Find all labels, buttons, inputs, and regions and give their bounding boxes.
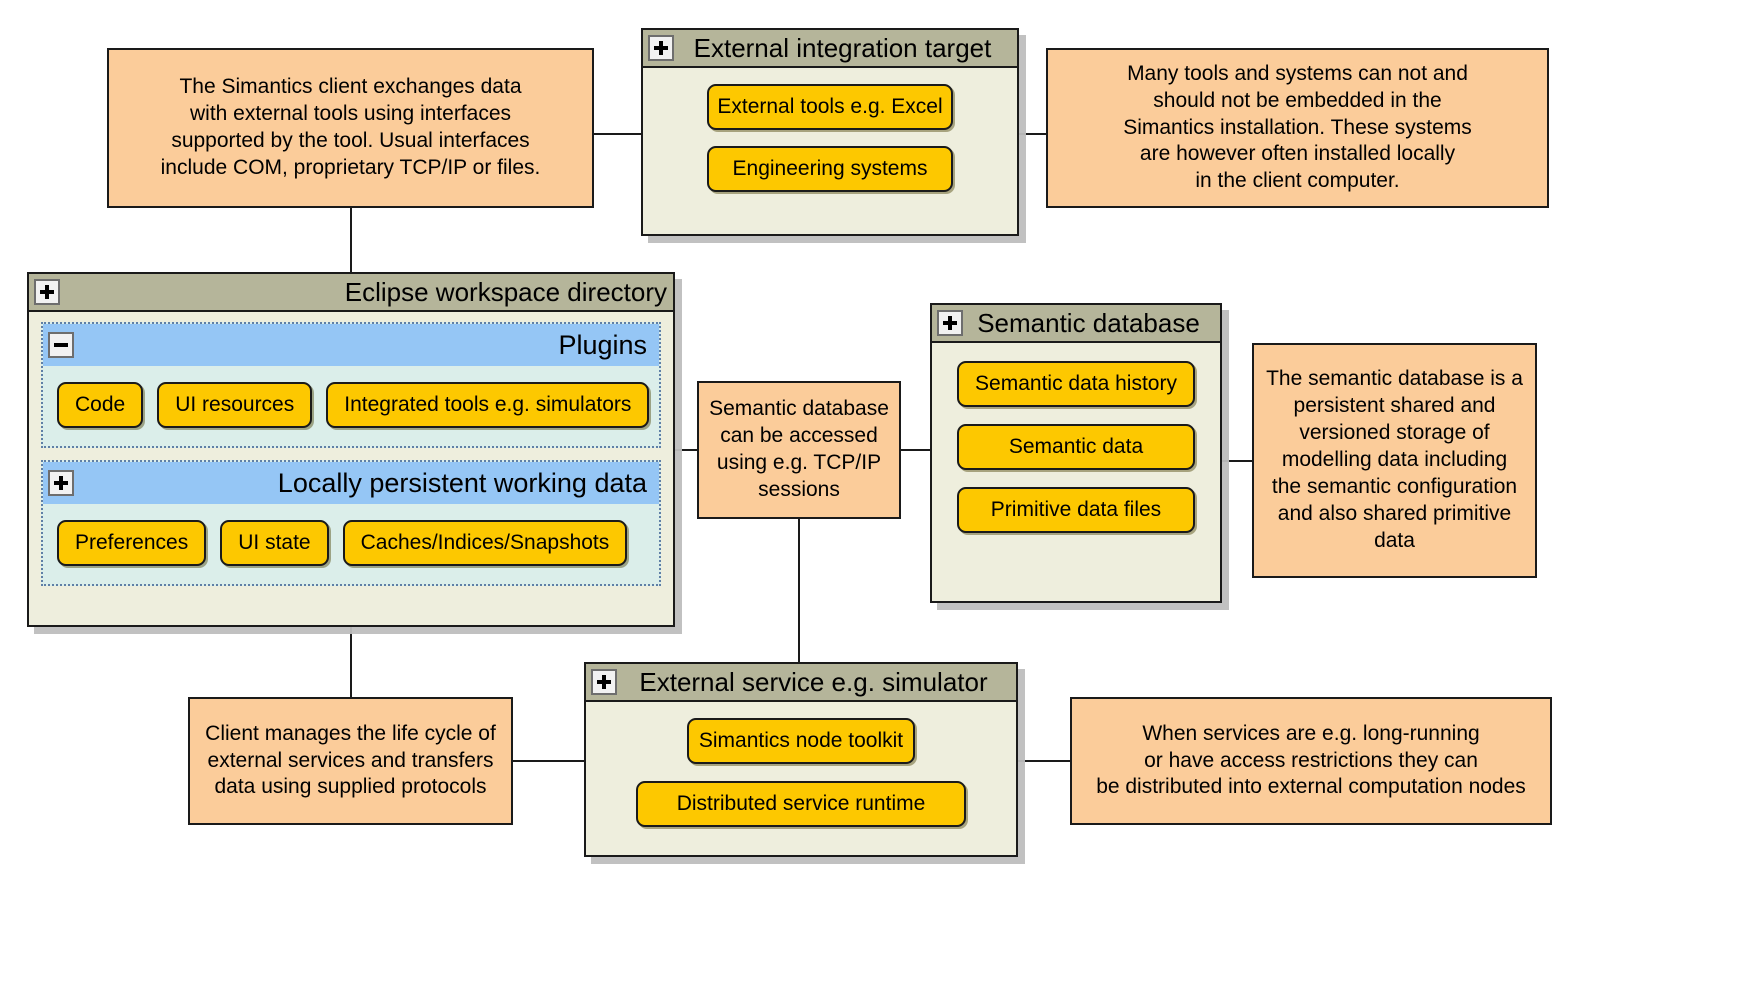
connector-workspace-to-bottom-note (350, 625, 352, 699)
group-locally-persistent-working-data: Locally persistent working data Preferen… (41, 460, 661, 586)
leaf-caches-indices-snapshots[interactable]: Caches/Indices/Snapshots (342, 520, 628, 566)
external-service-titlebar: External service e.g. simulator (586, 664, 1016, 702)
working-data-items: Preferences UI state Caches/Indices/Snap… (57, 520, 645, 566)
semantic-database-titlebar: Semantic database (932, 305, 1220, 343)
semantic-database-body: Semantic data history Semantic data Prim… (932, 343, 1220, 547)
connector-mid-note-to-service (798, 517, 800, 664)
external-integration-titlebar: External integration target (643, 30, 1017, 68)
connector-workspace-to-mid-note (673, 449, 699, 451)
connector-left-note-to-workspace (350, 206, 352, 274)
plugins-header: Plugins (43, 324, 659, 366)
leaf-integrated-tools[interactable]: Integrated tools e.g. simulators (326, 382, 650, 428)
connector-bottom-note-to-service (511, 760, 586, 762)
leaf-preferences[interactable]: Preferences (57, 520, 207, 566)
container-eclipse-workspace-directory: Eclipse workspace directory Plugins Code… (27, 272, 675, 627)
semantic-database-title: Semantic database (977, 307, 1200, 338)
note-database-access: Semantic database can be accessed using … (697, 381, 901, 519)
plugins-title: Plugins (558, 329, 647, 360)
leaf-external-tools[interactable]: External tools e.g. Excel (707, 84, 953, 130)
connector-left-note-to-external (592, 133, 643, 135)
leaf-engineering-systems[interactable]: Engineering systems (707, 146, 953, 192)
workspace-titlebar: Eclipse workspace directory (29, 274, 673, 312)
leaf-ui-resources[interactable]: UI resources (157, 382, 313, 428)
external-integration-body: External tools e.g. Excel Engineering sy… (643, 68, 1017, 206)
plugins-body: Code UI resources Integrated tools e.g. … (43, 366, 659, 446)
working-data-header: Locally persistent working data (43, 462, 659, 504)
container-semantic-database: Semantic database Semantic data history … (930, 303, 1222, 603)
external-service-title: External service e.g. simulator (639, 666, 988, 697)
expand-icon[interactable] (648, 35, 674, 61)
note-distributed-services: When services are e.g. long-running or h… (1070, 697, 1552, 825)
note-client-exchanges-data: The Simantics client exchanges data with… (107, 48, 594, 208)
leaf-semantic-data[interactable]: Semantic data (957, 424, 1195, 470)
workspace-body: Plugins Code UI resources Integrated too… (29, 312, 673, 598)
leaf-primitive-data-files[interactable]: Primitive data files (957, 487, 1195, 533)
leaf-semantic-data-history[interactable]: Semantic data history (957, 361, 1195, 407)
external-service-body: Simantics node toolkit Distributed servi… (586, 702, 1016, 841)
connector-external-to-right-note (1017, 133, 1048, 135)
note-text: When services are e.g. long-running or h… (1096, 721, 1526, 799)
working-data-title: Locally persistent working data (277, 467, 647, 498)
plugins-items: Code UI resources Integrated tools e.g. … (57, 382, 650, 428)
expand-icon[interactable] (34, 279, 60, 305)
connector-semantic-to-right-note (1220, 460, 1254, 462)
note-semantic-database-description: The semantic database is a persistent sh… (1252, 343, 1537, 578)
external-integration-title: External integration target (693, 32, 992, 63)
container-external-service: External service e.g. simulator Simantic… (584, 662, 1018, 857)
expand-icon[interactable] (937, 310, 963, 336)
note-client-manages-lifecycle: Client manages the life cycle of externa… (188, 697, 513, 825)
working-data-body: Preferences UI state Caches/Indices/Snap… (43, 504, 659, 584)
collapse-icon[interactable] (48, 332, 74, 358)
note-text: Many tools and systems can not and shoul… (1123, 61, 1472, 193)
group-plugins: Plugins Code UI resources Integrated too… (41, 322, 661, 448)
note-text: The semantic database is a persistent sh… (1266, 367, 1523, 552)
workspace-title: Eclipse workspace directory (344, 276, 667, 307)
note-text: The Simantics client exchanges data with… (160, 75, 541, 179)
expand-icon[interactable] (48, 470, 74, 496)
connector-service-to-bottom-right-note (1016, 760, 1072, 762)
leaf-ui-state[interactable]: UI state (220, 520, 329, 566)
note-text: Semantic database can be accessed using … (709, 397, 889, 501)
leaf-code[interactable]: Code (57, 382, 144, 428)
leaf-distributed-service-runtime[interactable]: Distributed service runtime (636, 781, 966, 827)
leaf-simantics-node-toolkit[interactable]: Simantics node toolkit (687, 718, 915, 764)
expand-icon[interactable] (591, 669, 617, 695)
connector-mid-note-to-semantic (899, 449, 932, 451)
container-external-integration-target: External integration target External too… (641, 28, 1019, 236)
note-tools-not-embedded: Many tools and systems can not and shoul… (1046, 48, 1549, 208)
note-text: Client manages the life cycle of externa… (205, 721, 496, 799)
